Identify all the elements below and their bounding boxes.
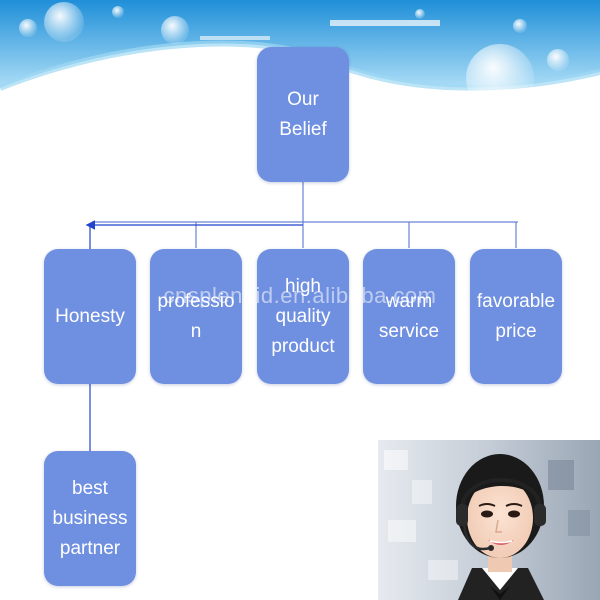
node-warm-service: warm service xyxy=(363,249,455,384)
node-profession: professio n xyxy=(150,249,242,384)
node-warm-service-label: warm service xyxy=(378,290,440,342)
node-our-belief-label: Our Belief xyxy=(279,88,327,140)
node-honesty: Honesty xyxy=(44,249,136,384)
node-profession-label: professio n xyxy=(157,290,235,342)
watermark: cnsplendid.en.alibaba.com xyxy=(163,283,437,308)
node-our-belief: Our Belief xyxy=(257,47,349,182)
customer-service-photo xyxy=(378,440,600,600)
node-best-business-partner-label: best business partner xyxy=(52,477,128,559)
agent-illustration xyxy=(378,440,600,600)
node-favorable-price: favorable price xyxy=(470,249,562,384)
node-honesty-label: Honesty xyxy=(55,305,125,327)
node-high-quality-product-label: high quality product xyxy=(271,275,335,357)
node-favorable-price-label: favorable price xyxy=(476,290,556,342)
node-best-business-partner: best business partner xyxy=(44,451,136,586)
node-high-quality-product: high quality product xyxy=(257,249,349,384)
